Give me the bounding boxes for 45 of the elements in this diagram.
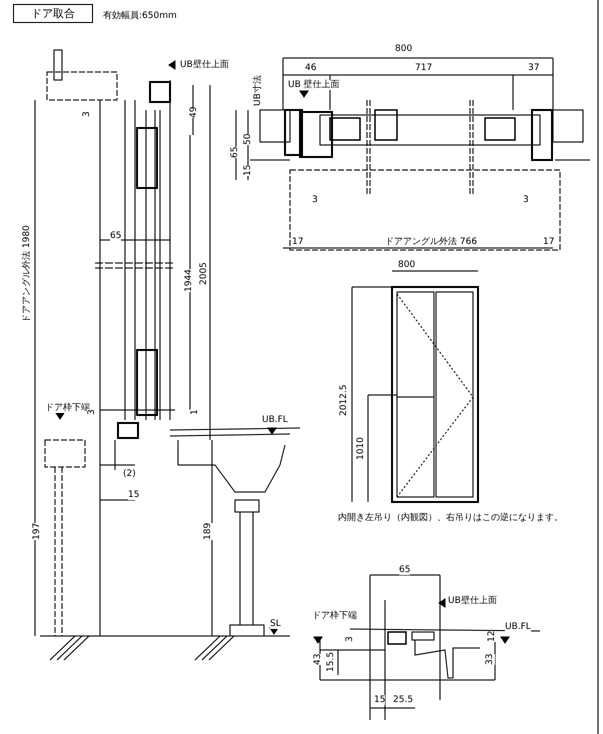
dimension-label: 65 bbox=[230, 146, 240, 158]
dimension-label: 1010 bbox=[356, 437, 366, 460]
dimension-label: 33 bbox=[485, 654, 495, 665]
dimension-label: 17 bbox=[543, 237, 554, 247]
dimension-label: (2) bbox=[123, 469, 136, 479]
dimension-label: UB.FL bbox=[262, 415, 288, 425]
dimension-label: 65 bbox=[399, 565, 410, 575]
dimension-label: 3 bbox=[345, 636, 355, 642]
dimension-label: 15 bbox=[128, 490, 140, 500]
dimension-label: 15.5 bbox=[326, 652, 336, 672]
dimension-label: 50 bbox=[243, 134, 253, 145]
title: ドア取合 bbox=[13, 4, 93, 23]
dimension-label: 43 bbox=[313, 654, 323, 665]
dimension-label: 1944 bbox=[184, 269, 194, 292]
dimension-label: 15 bbox=[243, 164, 253, 176]
dimension-label: UB 壁仕上面 bbox=[288, 80, 340, 90]
dimension-label: 17 bbox=[292, 237, 304, 247]
dimension-label: UB.FL bbox=[505, 622, 531, 632]
dimension-label: 3 bbox=[87, 409, 97, 415]
dimension-label: 189 bbox=[203, 522, 213, 540]
dimension-label: SL bbox=[270, 619, 281, 629]
dimension-label: 3 bbox=[82, 111, 92, 117]
dimension-label: 717 bbox=[415, 63, 432, 73]
dimension-label: 65 bbox=[110, 231, 122, 241]
dimension-label: 1 bbox=[190, 409, 200, 415]
dimension-label: 46 bbox=[305, 63, 316, 73]
dimension-label: 3 bbox=[312, 195, 318, 205]
dimension-label: ドア枠下端 bbox=[312, 611, 357, 621]
dimension-label: 37 bbox=[528, 63, 540, 73]
dimension-label: 49 bbox=[189, 106, 199, 118]
dimension-label: 197 bbox=[32, 522, 42, 540]
dimension-label: 15 bbox=[374, 695, 386, 705]
dimension-label: 2005 bbox=[199, 262, 209, 285]
dimension-label: 2012.5 bbox=[339, 384, 349, 416]
dimension-label: UB壁仕上面 bbox=[448, 596, 497, 606]
dimension-label: ドアアングル外法 766 bbox=[385, 237, 478, 247]
dimension-label: 12 bbox=[487, 630, 497, 642]
dimension-label: 有効幅員:650mm bbox=[103, 11, 177, 21]
dimension-label: UB寸法 bbox=[253, 75, 263, 106]
dimension-label: UB壁仕上面 bbox=[180, 60, 229, 70]
dimension-label: ドアアングル外法 1980 bbox=[22, 225, 32, 323]
dimension-label: 800 bbox=[395, 44, 412, 54]
dimension-label: 800 bbox=[398, 260, 416, 270]
dimension-label: 25.5 bbox=[393, 695, 414, 705]
dimension-label: 3 bbox=[523, 195, 529, 205]
